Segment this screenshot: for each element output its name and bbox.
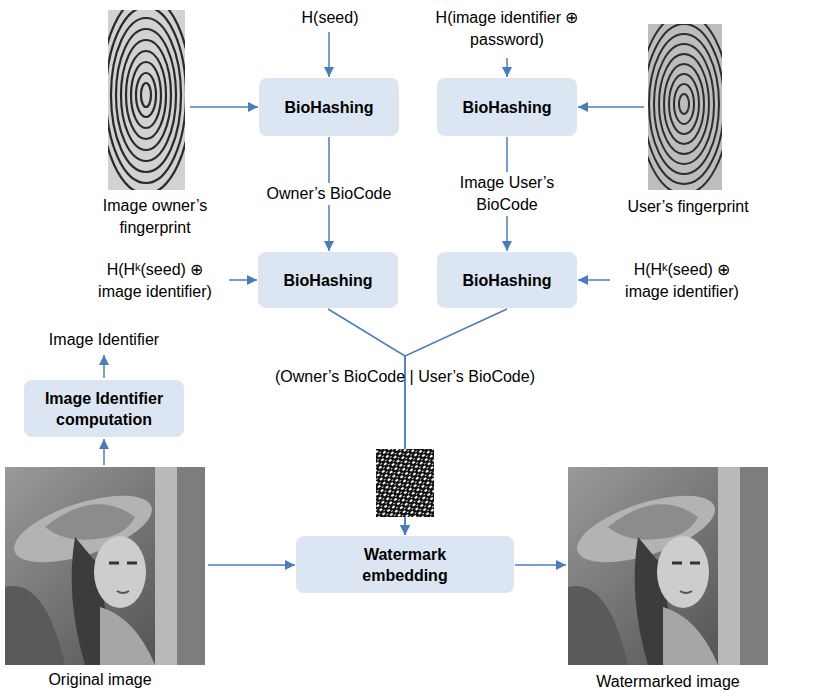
fingerprint-ridge xyxy=(648,24,722,190)
fingerprint-ridge xyxy=(664,64,704,144)
annotation-label: H(seed) xyxy=(270,7,390,29)
watermarked-image xyxy=(568,467,768,665)
input-arrow xyxy=(578,106,644,108)
process-box: Image Identifier computation xyxy=(24,380,184,437)
output-arrow xyxy=(515,564,566,566)
owner-fingerprint xyxy=(108,10,185,190)
fingerprint-ridge xyxy=(108,10,185,183)
fingerprint-ridge xyxy=(669,74,699,134)
fingerprint-ridge xyxy=(116,29,176,161)
process-box: BioHashing xyxy=(437,78,577,136)
input-arrow xyxy=(208,564,295,566)
fingerprint-ridge xyxy=(121,40,171,150)
box-text: BioHashing xyxy=(285,97,374,118)
output-arrow xyxy=(103,355,105,378)
box-text: BioHashing xyxy=(284,270,373,291)
fingerprint-ridge xyxy=(679,94,689,114)
input-arrow xyxy=(190,106,258,108)
fingerprint-ridge xyxy=(126,51,166,139)
box-text: Image Identifier computation xyxy=(34,388,174,430)
fingerprint-ridge xyxy=(659,54,709,154)
box-text: BioHashing xyxy=(463,97,552,118)
annotation-label: H(Hᵏ(seed) ⊕ image identifier) xyxy=(85,259,225,303)
process-box: Watermark embedding xyxy=(296,536,514,593)
input-arrow xyxy=(578,279,610,281)
fingerprint-ridge xyxy=(648,24,722,184)
annotation-label: H(Hᵏ(seed) ⊕ image identifier) xyxy=(612,259,752,303)
annotation-label: Image Identifier xyxy=(29,329,179,351)
user-fingerprint xyxy=(648,24,722,190)
fingerprint-ridge xyxy=(108,10,185,190)
process-box: BioHashing xyxy=(259,78,399,136)
annotation-label: (Owner’s BioCode | User’s BioCode) xyxy=(255,366,555,388)
box-text: Watermark embedding xyxy=(345,544,465,586)
fingerprint-ridge xyxy=(111,18,181,172)
process-box: BioHashing xyxy=(437,252,577,308)
edge-label: Image User’s BioCode xyxy=(444,172,570,216)
original-image xyxy=(5,467,205,665)
annotation-label: User’s fingerprint xyxy=(613,196,763,218)
edge-label: Owner’s BioCode xyxy=(264,183,395,205)
box-text: BioHashing xyxy=(463,270,552,291)
fingerprint-ridge xyxy=(649,34,719,174)
fingerprint-ridge xyxy=(131,62,161,128)
input-arrow xyxy=(229,279,257,281)
annotation-label: Watermarked image xyxy=(578,671,758,693)
input-arrow xyxy=(103,439,105,465)
annotation-label: H(image identifier ⊕ password) xyxy=(412,7,602,51)
annotation-label: Image owner’s fingerprint xyxy=(90,195,220,239)
annotation-label: Original image xyxy=(20,669,180,691)
fingerprint-ridge xyxy=(141,83,151,107)
process-box: BioHashing xyxy=(258,252,398,308)
watermark-pattern xyxy=(376,449,434,517)
fingerprint-ridge xyxy=(654,44,714,164)
fingerprint-ridge xyxy=(674,84,694,124)
input-arrow xyxy=(328,32,330,77)
input-arrow xyxy=(506,58,508,77)
fingerprint-ridge xyxy=(136,73,156,117)
